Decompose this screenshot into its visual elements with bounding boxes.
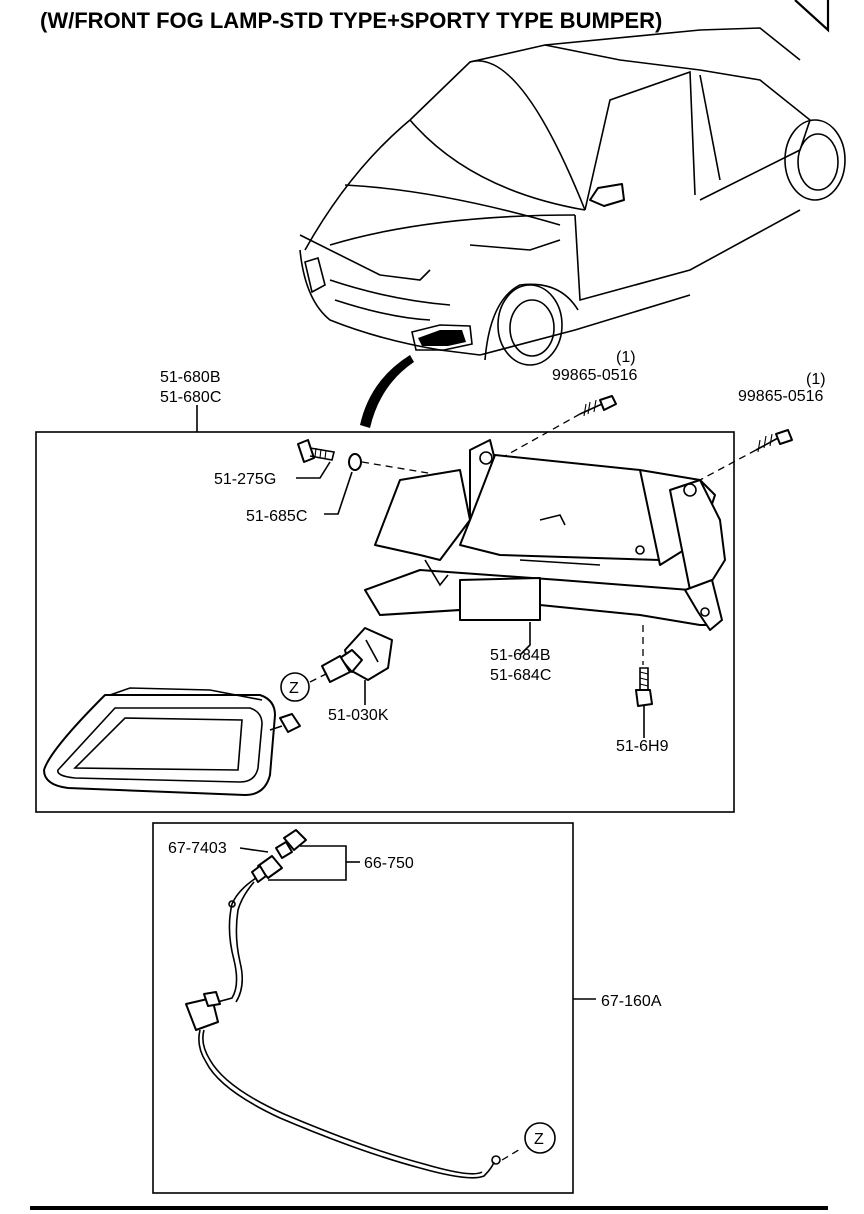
screw-right-part [755,429,793,453]
diagram-title: (W/FRONT FOG LAMP-STD TYPE+SPORTY TYPE B… [40,8,662,33]
corner-mark [794,0,830,33]
label-51-680c: 51-680C [160,389,221,406]
label-67-160a: 67-160A [601,993,662,1010]
ref-z-upper: Z [289,680,299,697]
ref-z-upper-circle [280,672,310,702]
wiring-harness-box [152,822,574,1194]
screw-bottom-part [635,667,653,707]
label-qty-right: (1) [806,371,826,388]
bolt-part [297,439,335,463]
car-illustration [299,27,846,428]
ref-z-lower: Z [534,1131,544,1148]
label-51-684c: 51-684C [490,667,551,684]
screw-top-part [579,395,617,417]
label-99865-0516-right: 99865-0516 [738,388,824,405]
fog-lamp-assembly-box [35,431,735,813]
connector-parts [251,829,307,883]
label-51-684b: 51-684B [490,647,551,664]
harness-wire [185,877,501,1179]
label-99865-0516-top: 99865-0516 [552,367,638,384]
fog-lamp-lens-part [43,687,301,796]
bulb-part [321,627,393,683]
label-51-685c: 51-685C [246,508,307,525]
label-66-750: 66-750 [364,855,414,872]
label-67-7403: 67-7403 [168,840,227,857]
label-51-6h9: 51-6H9 [616,738,669,755]
label-51-030k: 51-030K [328,707,389,724]
ref-z-lower-circle [524,1122,556,1154]
label-51-680b: 51-680B [160,369,221,386]
bracket-part [364,439,726,631]
label-51-275g: 51-275G [214,471,276,488]
washer-part [348,453,362,471]
label-qty-top: (1) [616,349,636,366]
